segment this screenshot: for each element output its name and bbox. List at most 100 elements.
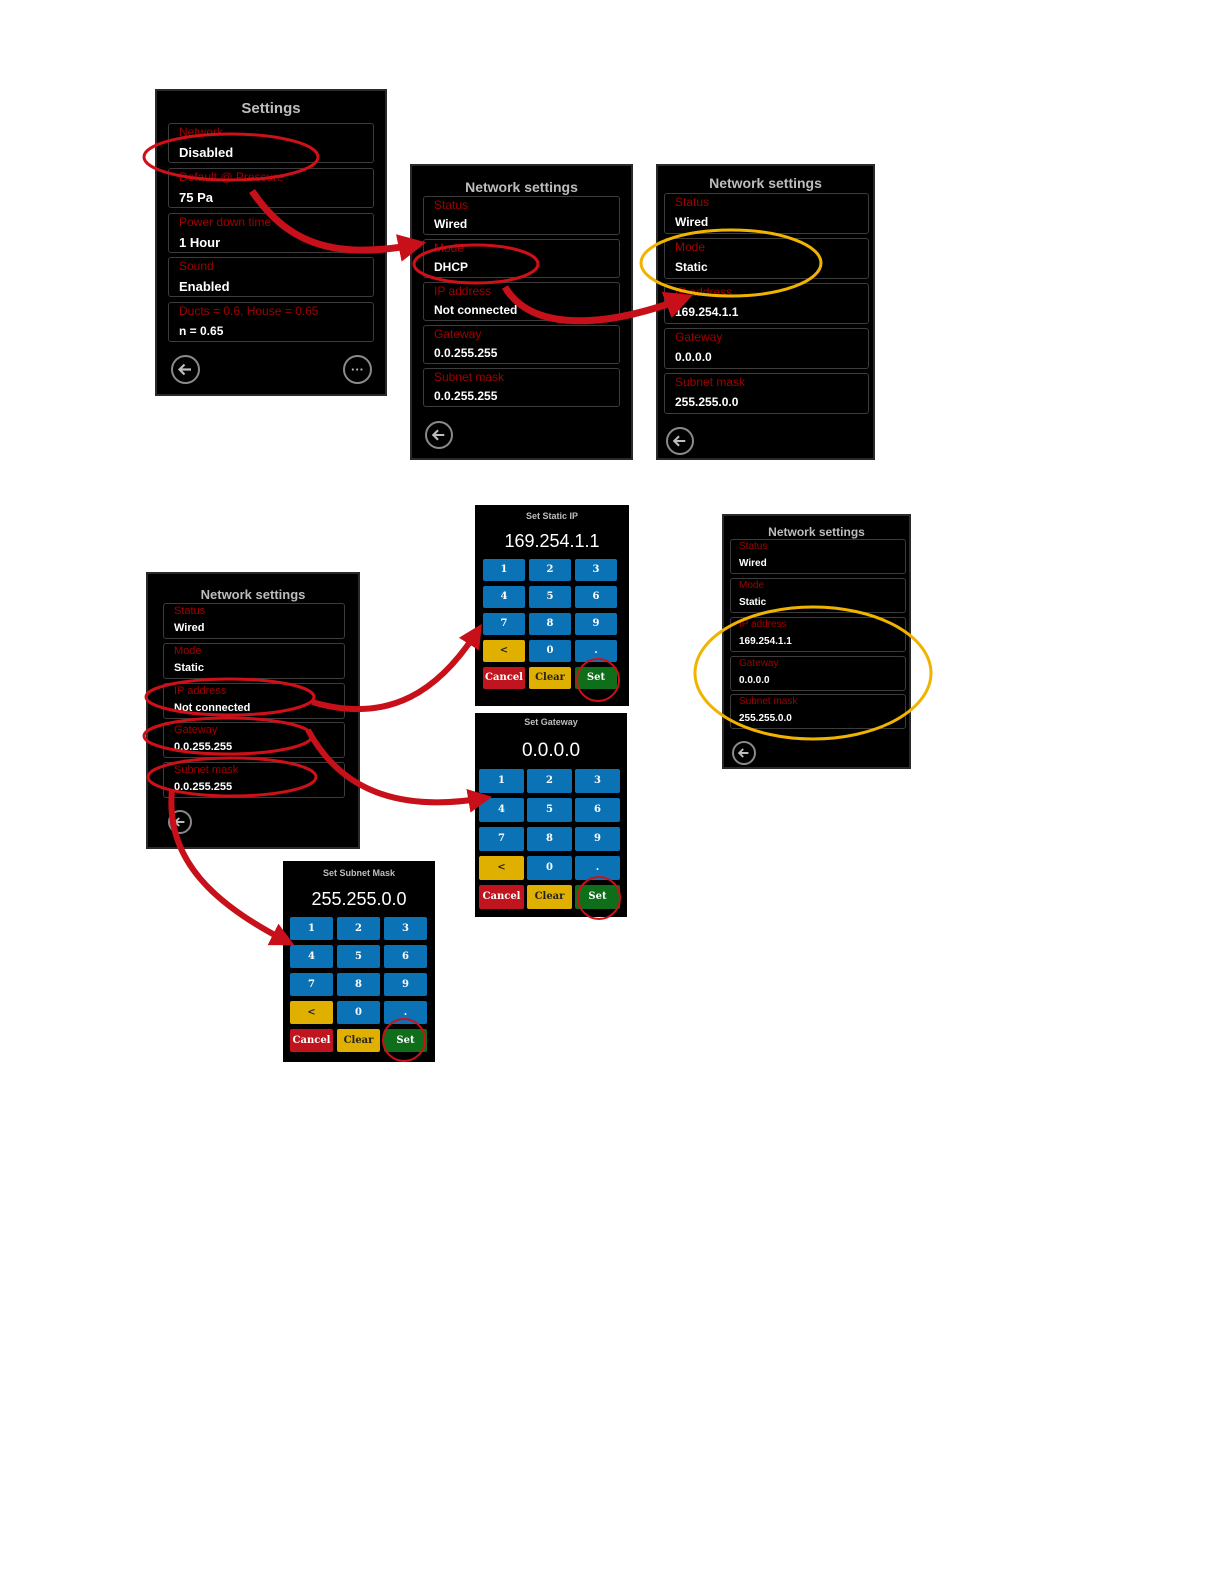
field-value: Wired — [434, 217, 468, 231]
key-5[interactable]: 5 — [529, 586, 571, 608]
key-7[interactable]: 7 — [290, 973, 333, 996]
key-8[interactable]: 8 — [337, 973, 380, 996]
key-4[interactable]: 4 — [290, 945, 333, 968]
set-button[interactable]: Set — [575, 667, 617, 689]
key-3[interactable]: 3 — [575, 559, 617, 581]
key-6[interactable]: 6 — [575, 798, 620, 822]
key-2[interactable]: 2 — [527, 769, 572, 793]
network-settings-title: Network settings — [200, 587, 306, 602]
key-0[interactable]: 0 — [529, 640, 571, 662]
net-field-ip-address[interactable]: IP address Not connected — [423, 282, 620, 321]
net-field-gateway[interactable]: Gateway 0.0.255.255 — [423, 325, 620, 364]
field-value: Not connected — [174, 702, 251, 714]
net-field-subnet-mask[interactable]: Subnet mask 255.255.0.0 — [730, 694, 906, 729]
net-field-ip-address[interactable]: IP address Not connected — [163, 683, 345, 719]
ellipsis-icon[interactable]: ··· — [343, 355, 372, 384]
key-dot[interactable]: . — [575, 640, 617, 662]
field-value: Wired — [675, 215, 709, 229]
field-label: Subnet mask — [174, 764, 239, 776]
clear-button[interactable]: Clear — [337, 1029, 380, 1052]
field-label: Subnet mask — [675, 375, 746, 389]
key-0[interactable]: 0 — [337, 1001, 380, 1024]
cancel-button[interactable]: Cancel — [290, 1029, 333, 1052]
key-7[interactable]: 7 — [483, 613, 525, 635]
network-settings-title: Network settings — [465, 179, 578, 195]
net-field-subnet-mask[interactable]: Subnet mask 0.0.255.255 — [163, 762, 345, 798]
arrow-left-glyph — [173, 817, 185, 827]
network-settings-title: Network settings — [768, 525, 865, 539]
net-field-mode[interactable]: Mode Static — [730, 578, 906, 613]
arrow-left-icon[interactable] — [425, 421, 453, 449]
settings-field-sound[interactable]: Sound Enabled — [168, 257, 374, 297]
key-8[interactable]: 8 — [527, 827, 572, 851]
net-field-gateway[interactable]: Gateway 0.0.255.255 — [163, 722, 345, 758]
net-field-mode[interactable]: Mode Static — [664, 238, 869, 279]
field-value: 0.0.255.255 — [174, 781, 233, 793]
cancel-button[interactable]: Cancel — [483, 667, 525, 689]
set-button[interactable]: Set — [575, 885, 620, 909]
key-9[interactable]: 9 — [575, 613, 617, 635]
settings-field-power-down[interactable]: Power down time 1 Hour — [168, 213, 374, 253]
arrow-left-icon[interactable] — [171, 355, 200, 384]
clear-button[interactable]: Clear — [527, 885, 572, 909]
set-button[interactable]: Set — [384, 1029, 427, 1052]
key-1[interactable]: 1 — [483, 559, 525, 581]
net-field-status[interactable]: Status Wired — [423, 196, 620, 235]
key-backspace[interactable]: < — [290, 1001, 333, 1024]
key-1[interactable]: 1 — [479, 769, 524, 793]
field-value: Static — [675, 260, 708, 274]
net-field-gateway[interactable]: Gateway 0.0.0.0 — [730, 656, 906, 691]
key-6[interactable]: 6 — [575, 586, 617, 608]
key-5[interactable]: 5 — [337, 945, 380, 968]
key-8[interactable]: 8 — [529, 613, 571, 635]
key-3[interactable]: 3 — [575, 769, 620, 793]
net-field-status[interactable]: Status Wired — [730, 539, 906, 574]
key-backspace[interactable]: < — [483, 640, 525, 662]
field-label: Status — [434, 198, 469, 212]
key-6[interactable]: 6 — [384, 945, 427, 968]
key-backspace[interactable]: < — [479, 856, 524, 880]
net-field-gateway[interactable]: Gateway 0.0.0.0 — [664, 328, 869, 369]
net-field-subnet-mask[interactable]: Subnet mask 0.0.255.255 — [423, 368, 620, 407]
clear-button[interactable]: Clear — [529, 667, 571, 689]
key-dot[interactable]: . — [575, 856, 620, 880]
arrow-left-icon[interactable] — [666, 427, 694, 455]
settings-field-default-pressure[interactable]: Default @ Pressure 75 Pa — [168, 168, 374, 208]
field-value: 0.0.0.0 — [675, 350, 712, 364]
key-7[interactable]: 7 — [479, 827, 524, 851]
key-2[interactable]: 2 — [337, 917, 380, 940]
settings-field-network[interactable]: Network Disabled — [168, 123, 374, 163]
arrow-left-icon[interactable] — [168, 810, 192, 834]
net-field-status[interactable]: Status Wired — [163, 603, 345, 639]
key-0[interactable]: 0 — [527, 856, 572, 880]
cancel-button[interactable]: Cancel — [479, 885, 524, 909]
key-2[interactable]: 2 — [529, 559, 571, 581]
key-4[interactable]: 4 — [479, 798, 524, 822]
field-label: Subnet mask — [739, 696, 798, 707]
network-settings-title: Network settings — [709, 175, 822, 191]
net-field-ip-address[interactable]: IP address 169.254.1.1 — [730, 617, 906, 652]
key-1[interactable]: 1 — [290, 917, 333, 940]
net-field-ip-address[interactable]: IP address 169.254.1.1 — [664, 283, 869, 324]
net-field-status[interactable]: Status Wired — [664, 193, 869, 234]
network-settings-static-screen: Network settings Status Wired Mode Stati… — [656, 164, 875, 460]
key-5[interactable]: 5 — [527, 798, 572, 822]
arrow-left-glyph — [431, 429, 445, 441]
key-4[interactable]: 4 — [483, 586, 525, 608]
settings-screen: Settings Network Disabled Default @ Pres… — [155, 89, 387, 396]
arrow-left-icon[interactable] — [732, 741, 756, 765]
key-3[interactable]: 3 — [384, 917, 427, 940]
key-dot[interactable]: . — [384, 1001, 427, 1024]
arrow-left-glyph — [737, 748, 749, 758]
field-label: IP address — [174, 685, 227, 697]
net-field-subnet-mask[interactable]: Subnet mask 255.255.0.0 — [664, 373, 869, 414]
net-field-mode[interactable]: Mode Static — [163, 643, 345, 679]
field-value: 255.255.0.0 — [675, 395, 739, 409]
key-9[interactable]: 9 — [575, 827, 620, 851]
net-field-mode[interactable]: Mode DHCP — [423, 239, 620, 278]
settings-field-ducts[interactable]: Ducts = 0.6, House = 0.65 n = 0.65 — [168, 302, 374, 342]
key-9[interactable]: 9 — [384, 973, 427, 996]
field-value: 0.0.255.255 — [434, 346, 498, 360]
